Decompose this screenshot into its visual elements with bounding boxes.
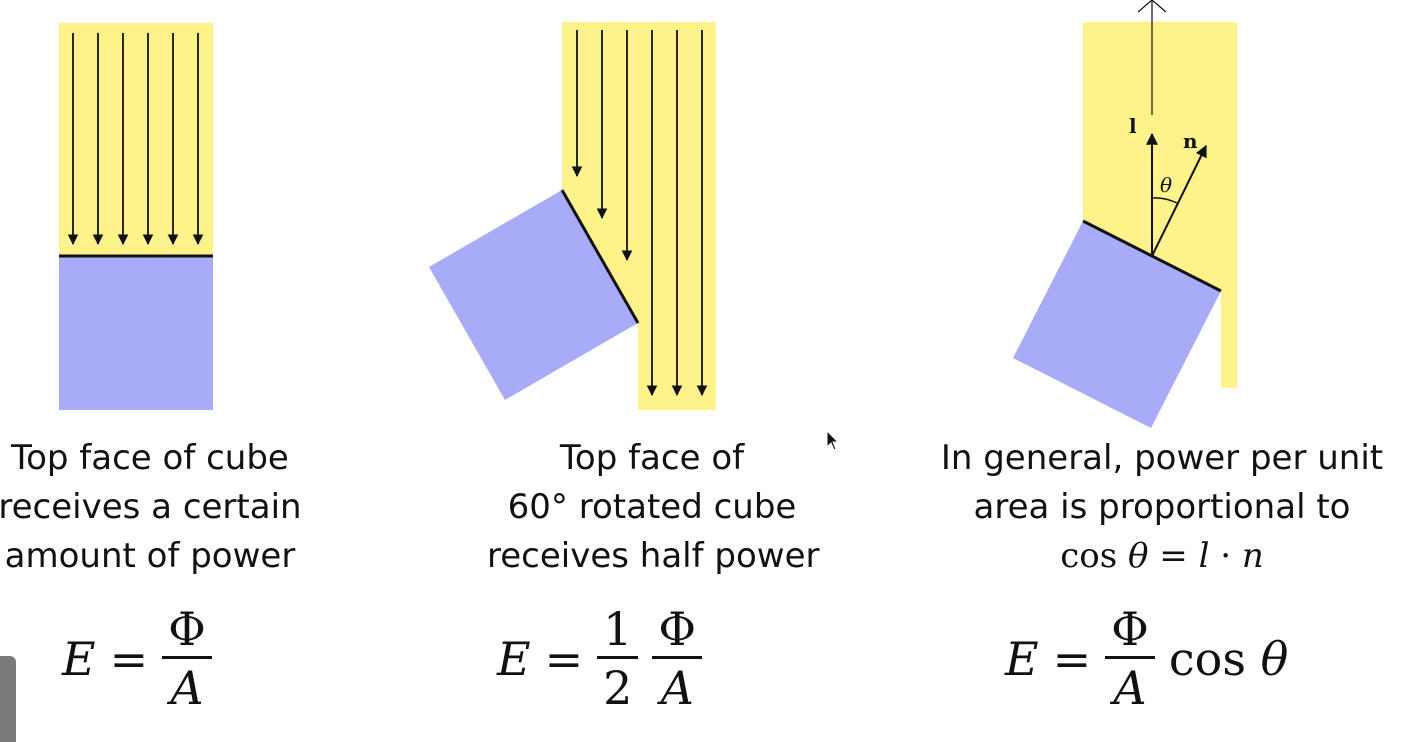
cos-text: cos — [1060, 536, 1118, 576]
caption-1-line-3: amount of power — [4, 536, 296, 576]
cube-2 — [429, 190, 638, 400]
n-text: n — [1241, 536, 1264, 576]
caption-3: In general, power per unit area is propo… — [922, 434, 1402, 581]
eq1-equals: = — [109, 631, 149, 686]
eq2-half-denominator: 2 — [603, 661, 633, 715]
caption-1-line-2: receives a certain — [0, 487, 302, 527]
light-beam-1 — [59, 23, 213, 256]
panel-2-figure — [429, 22, 716, 410]
caption-1: Top face of cube receives a certain amou… — [0, 434, 315, 581]
eq3-theta: θ — [1260, 631, 1289, 686]
caption-2-line-3: receives half power — [487, 536, 820, 576]
equals-text: = — [1148, 536, 1199, 576]
eq2-fraction: Φ A — [652, 602, 703, 715]
caption-3-line-1: In general, power per unit — [940, 438, 1384, 478]
eq3-fraction-bar — [1105, 656, 1155, 659]
normal-vector-n — [1151, 144, 1207, 257]
eq2-half-numerator: 1 — [603, 602, 633, 656]
eq2-lhs: E — [497, 631, 531, 686]
ray-tail-icon — [1137, 0, 1167, 13]
eq1-denominator: A — [170, 661, 204, 715]
eq2-numerator: Φ — [658, 602, 697, 656]
light-rays-1 — [67, 33, 204, 246]
window-edge-tab[interactable] — [0, 656, 16, 742]
caption-3-line-2: area is proportional to — [973, 487, 1351, 527]
eq1-fraction-bar — [162, 656, 212, 659]
light-beam-3 — [1083, 22, 1237, 388]
caption-1-line-1: Top face of cube — [11, 438, 289, 478]
angle-arc — [1151, 197, 1178, 204]
caption-3-math: cos θ = l · n — [922, 532, 1402, 581]
eq3-cos: cos — [1168, 631, 1246, 686]
eq1-fraction: Φ A — [162, 606, 212, 711]
light-rays-2 — [571, 30, 708, 397]
eq3-fraction: Φ A — [1105, 606, 1155, 711]
eq2-denominator: A — [660, 661, 694, 715]
equation-1: E = Φ A — [62, 606, 212, 711]
equation-3: E = Φ A cos θ — [1005, 606, 1288, 711]
eq1-numerator: Φ — [168, 602, 206, 656]
caption-2: Top face of 60° rotated cube receives ha… — [487, 434, 820, 581]
panel-1-figure — [59, 23, 213, 410]
eq3-denominator: A — [1113, 661, 1147, 715]
caption-2-line-1: Top face of — [559, 438, 745, 478]
cube-2-top-face — [560, 189, 640, 324]
eq3-cos-theta: cos θ — [1169, 632, 1288, 686]
label-l: l — [1129, 114, 1137, 138]
eq3-equals: = — [1052, 631, 1092, 686]
cube-1 — [59, 256, 213, 410]
cube-3 — [1013, 221, 1221, 428]
eq3-lhs: E — [1005, 631, 1039, 686]
eq2-half-bar — [597, 656, 639, 659]
theta-text: θ — [1127, 536, 1149, 576]
label-theta: θ — [1160, 173, 1172, 197]
eq3-numerator: Φ — [1111, 602, 1149, 656]
label-n: n — [1183, 129, 1198, 153]
mouse-cursor-icon — [826, 430, 840, 451]
eq2-half-fraction: 1 2 — [597, 602, 639, 715]
panel-3-figure: l n θ — [1013, 0, 1237, 428]
eq1-lhs: E — [62, 631, 96, 686]
caption-2-line-2: 60° rotated cube — [507, 487, 797, 527]
eq2-fraction-bar — [652, 656, 703, 659]
l-text: l — [1198, 536, 1210, 576]
dot-text: · — [1209, 536, 1242, 576]
eq2-equals: = — [544, 631, 584, 686]
equation-2: E = 1 2 Φ A — [497, 602, 703, 715]
